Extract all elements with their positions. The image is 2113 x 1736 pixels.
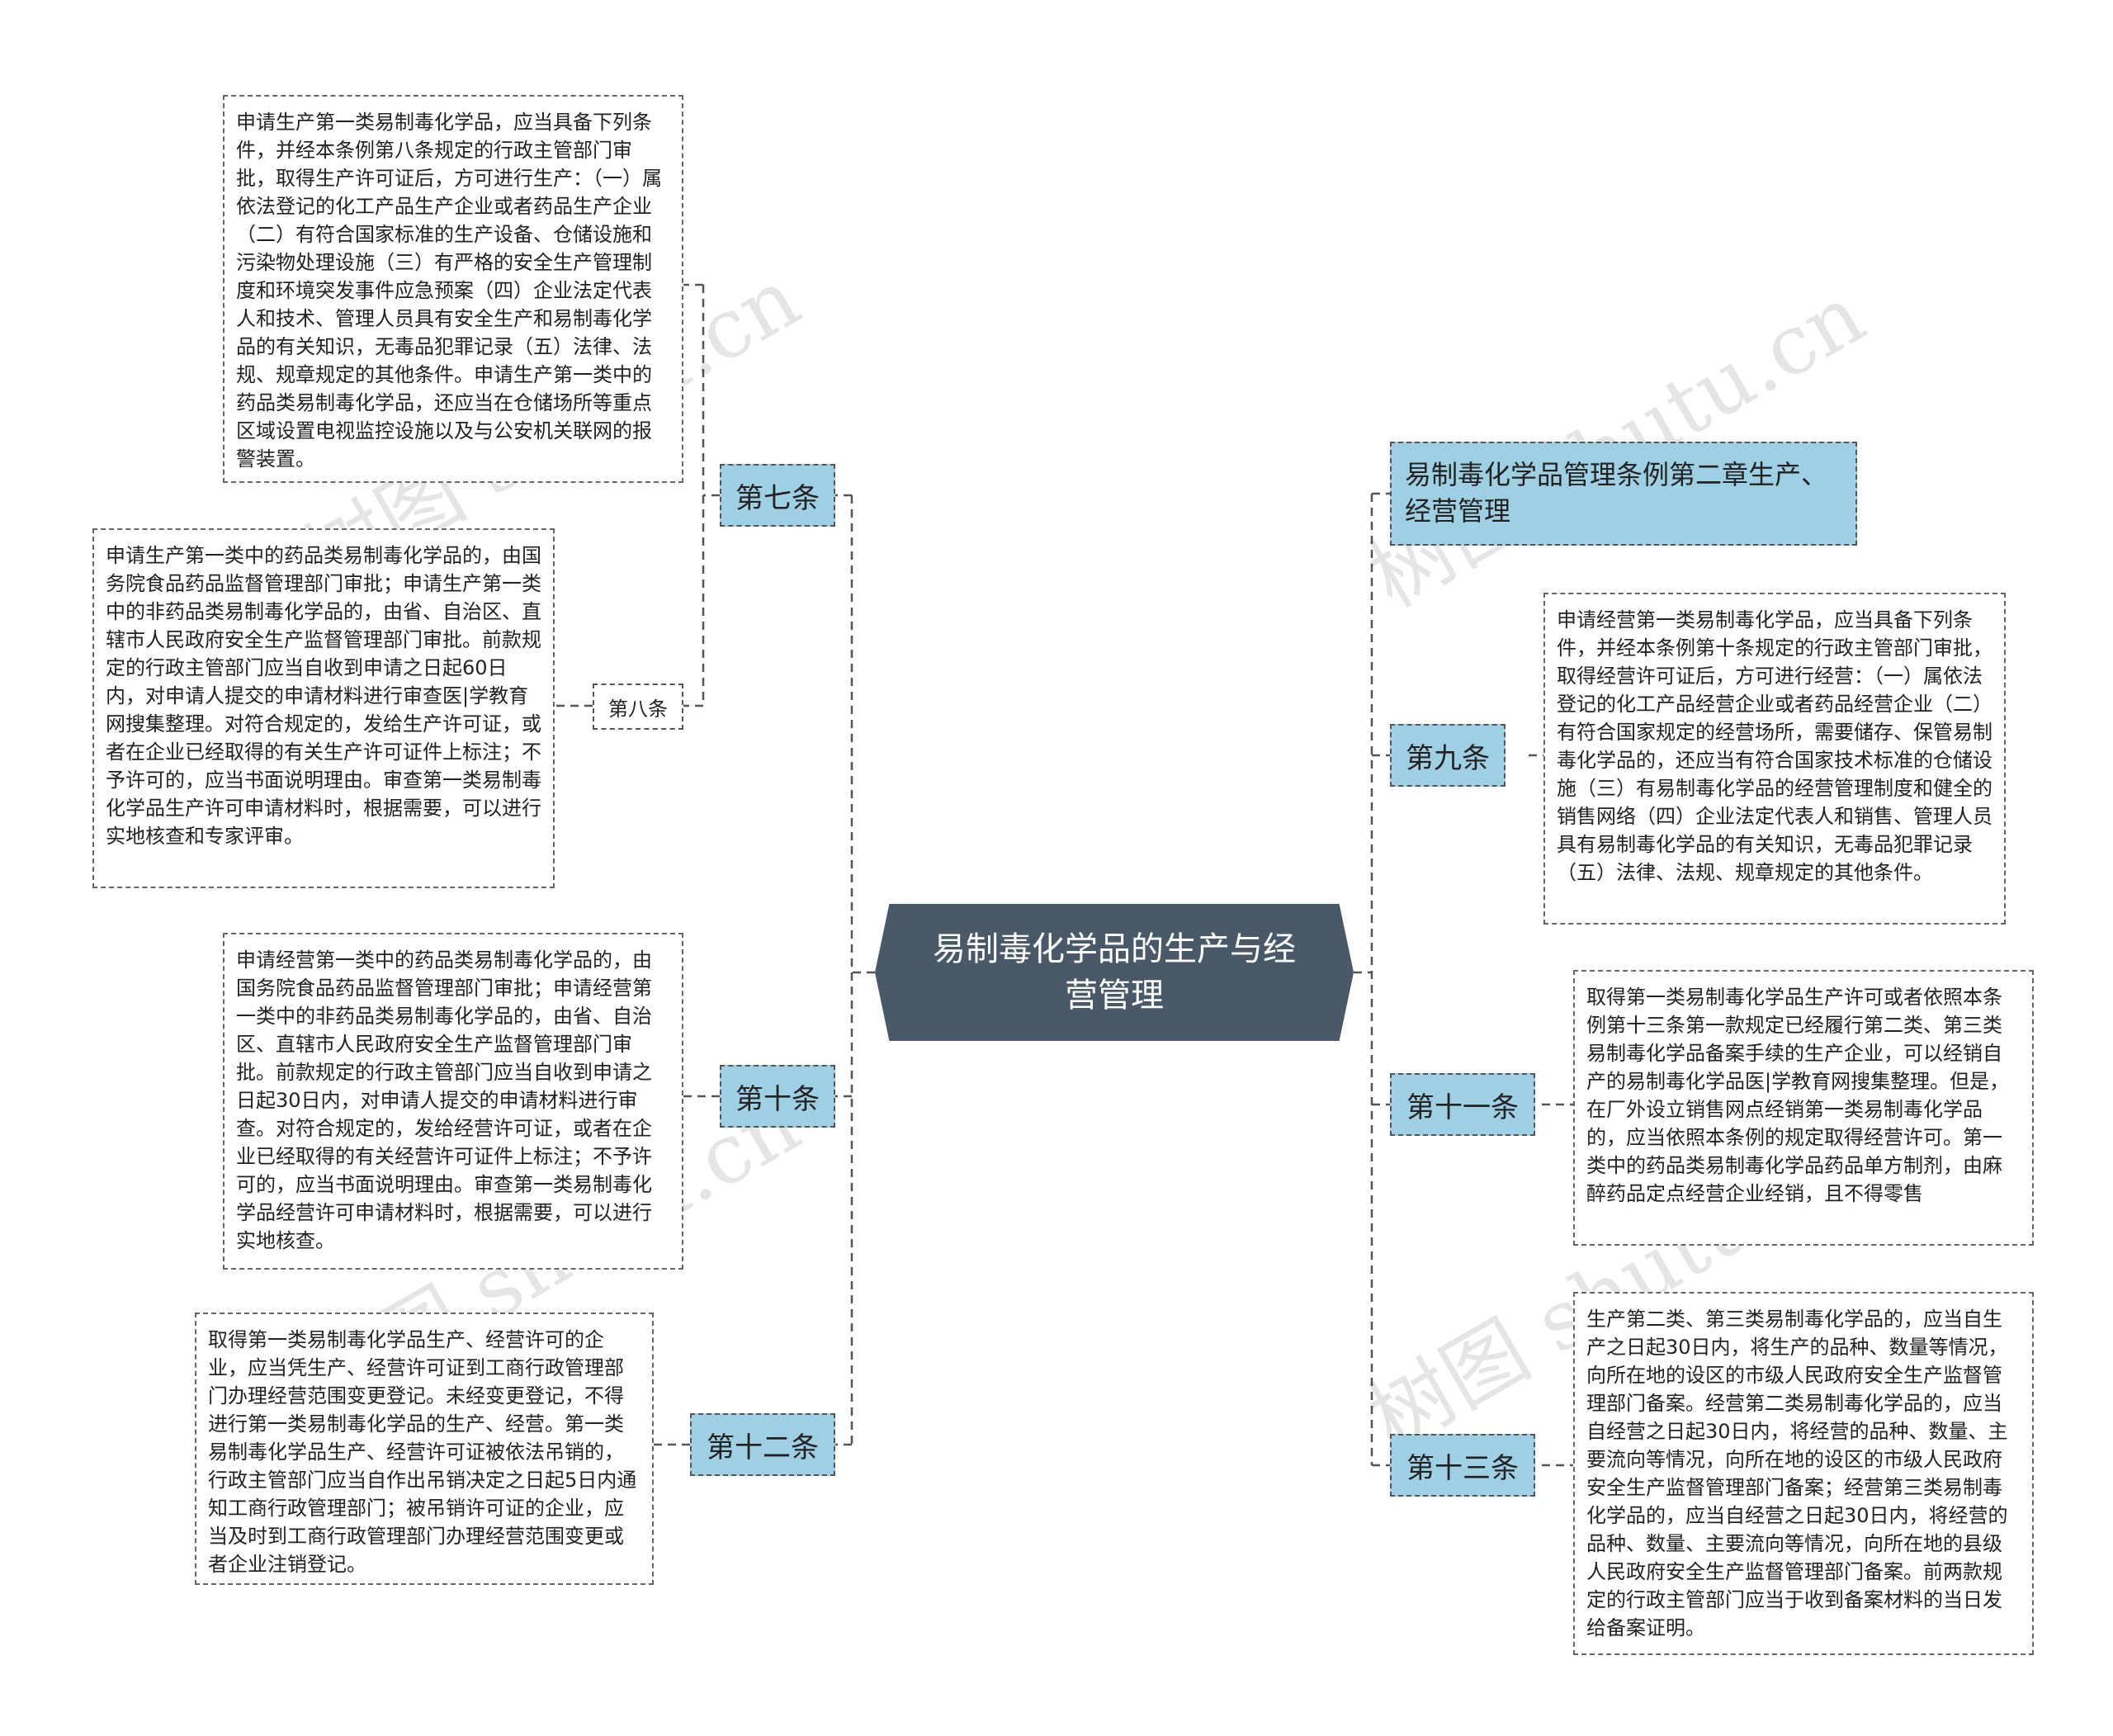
node-art10-label: 第十条 bbox=[735, 1082, 820, 1116]
leaf-art7[interactable]: 申请生产第一类易制毒化学品，应当具备下列条件，并经本条例第八条规定的行政主管部门… bbox=[223, 95, 683, 483]
leaf-art11-text: 取得第一类易制毒化学品生产许可或者依照本条例第十三条第一款规定已经履行第二类、第… bbox=[1586, 986, 2010, 1205]
leaf-art13[interactable]: 生产第二类、第三类易制毒化学品的，应当自生产之日起30日内，将生产的品种、数量等… bbox=[1573, 1292, 2034, 1655]
leaf-art10-text: 申请经营第一类中的药品类易制毒化学品的，由国务院食品药品监督管理部门审批；申请经… bbox=[236, 948, 652, 1252]
node-art10[interactable]: 第十条 bbox=[720, 1065, 835, 1128]
node-art8[interactable]: 第八条 bbox=[593, 684, 683, 730]
node-art7-label: 第七条 bbox=[735, 481, 820, 515]
title-node[interactable]: 易制毒化学品管理条例第二章生产、经营管理 bbox=[1390, 442, 1857, 546]
node-art7[interactable]: 第七条 bbox=[720, 464, 835, 527]
leaf-art9-text: 申请经营第一类易制毒化学品，应当具备下列条件，并经本条例第十条规定的行政主管部门… bbox=[1557, 608, 1992, 884]
node-art9-label: 第九条 bbox=[1406, 741, 1490, 775]
leaf-art13-text: 生产第二类、第三类易制毒化学品的，应当自生产之日起30日内，将生产的品种、数量等… bbox=[1586, 1308, 2008, 1639]
leaf-art11[interactable]: 取得第一类易制毒化学品生产许可或者依照本条例第十三条第一款规定已经履行第二类、第… bbox=[1573, 970, 2034, 1246]
node-art13[interactable]: 第十三条 bbox=[1390, 1434, 1535, 1497]
node-art12[interactable]: 第十二条 bbox=[690, 1413, 835, 1476]
node-art9[interactable]: 第九条 bbox=[1390, 724, 1506, 787]
leaf-art8-text: 申请生产第一类中的药品类易制毒化学品的，由国务院食品药品监督管理部门审批；申请生… bbox=[106, 544, 541, 848]
node-art11-label: 第十一条 bbox=[1406, 1090, 1519, 1124]
leaf-art10[interactable]: 申请经营第一类中的药品类易制毒化学品的，由国务院食品药品监督管理部门审批；申请经… bbox=[223, 933, 683, 1270]
leaf-art8[interactable]: 申请生产第一类中的药品类易制毒化学品的，由国务院食品药品监督管理部门审批；申请生… bbox=[92, 528, 555, 888]
leaf-art7-text: 申请生产第一类易制毒化学品，应当具备下列条件，并经本条例第八条规定的行政主管部门… bbox=[236, 111, 662, 471]
root-node[interactable]: 易制毒化学品的生产与经营管理 bbox=[875, 904, 1354, 1041]
title-node-label: 易制毒化学品管理条例第二章生产、经营管理 bbox=[1405, 459, 1828, 527]
node-art12-label: 第十二条 bbox=[707, 1431, 819, 1464]
leaf-art9[interactable]: 申请经营第一类易制毒化学品，应当具备下列条件，并经本条例第十条规定的行政主管部门… bbox=[1543, 593, 2006, 925]
node-art8-label: 第八条 bbox=[608, 697, 668, 721]
leaf-art12-text: 取得第一类易制毒化学品生产、经营许可的企业，应当凭生产、经营许可证到工商行政管理… bbox=[208, 1328, 637, 1576]
leaf-art12[interactable]: 取得第一类易制毒化学品生产、经营许可的企业，应当凭生产、经营许可证到工商行政管理… bbox=[195, 1313, 654, 1585]
node-art13-label: 第十三条 bbox=[1406, 1451, 1519, 1485]
node-art11[interactable]: 第十一条 bbox=[1390, 1073, 1535, 1136]
root-label: 易制毒化学品的生产与经营管理 bbox=[933, 930, 1296, 1015]
